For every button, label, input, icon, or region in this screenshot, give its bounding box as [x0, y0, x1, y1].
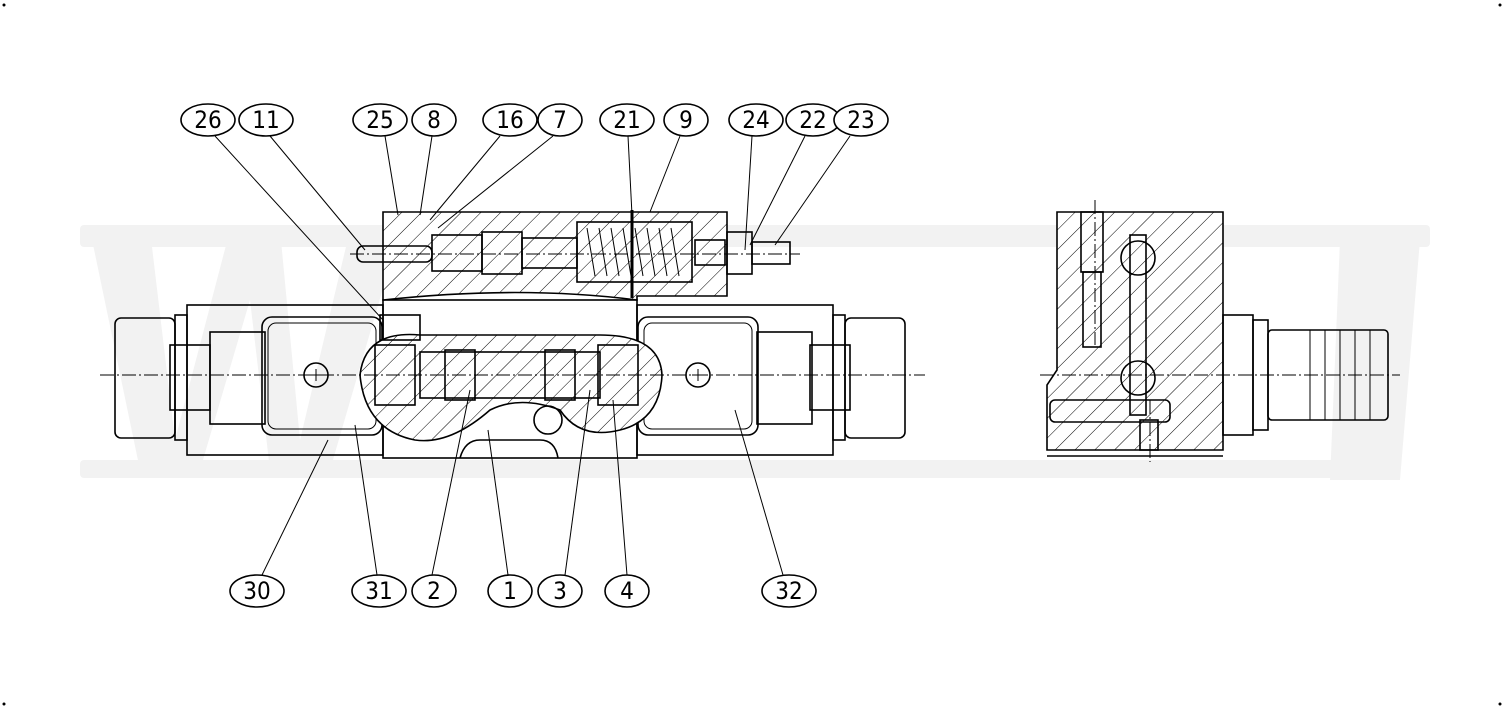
callout-24: 24 [728, 103, 784, 137]
svg-text:2: 2 [427, 577, 441, 605]
svg-text:11: 11 [252, 106, 279, 134]
callout-8: 8 [411, 103, 457, 137]
svg-text:3: 3 [553, 577, 567, 605]
svg-text:9: 9 [679, 106, 693, 134]
callout-23: 23 [833, 103, 889, 137]
svg-text:21: 21 [613, 106, 640, 134]
callout-25: 25 [352, 103, 408, 137]
callout-3: 3 [537, 574, 583, 608]
svg-text:25: 25 [366, 106, 393, 134]
callout-22: 22 [785, 103, 841, 137]
callout-30: 30 [229, 574, 285, 608]
svg-text:32: 32 [775, 577, 802, 605]
svg-text:8: 8 [427, 106, 441, 134]
svg-text:16: 16 [496, 106, 523, 134]
callout-11: 11 [238, 103, 294, 137]
callout-31: 31 [351, 574, 407, 608]
callout-16: 16 [482, 103, 538, 137]
svg-text:31: 31 [365, 577, 392, 605]
svg-text:4: 4 [620, 577, 634, 605]
svg-text:30: 30 [243, 577, 270, 605]
side-section-view [1040, 200, 1400, 462]
callout-32: 32 [761, 574, 817, 608]
callout-1: 1 [487, 574, 533, 608]
callout-7: 7 [537, 103, 583, 137]
svg-text:26: 26 [194, 106, 221, 134]
callout-26: 26 [180, 103, 236, 137]
callout-4: 4 [604, 574, 650, 608]
callout-9: 9 [663, 103, 709, 137]
callout-2: 2 [411, 574, 457, 608]
svg-text:23: 23 [847, 106, 874, 134]
svg-text:24: 24 [742, 106, 769, 134]
leader-lines [214, 135, 851, 576]
svg-text:22: 22 [799, 106, 826, 134]
callout-21: 21 [599, 103, 655, 137]
svg-text:1: 1 [503, 577, 517, 605]
svg-text:7: 7 [553, 106, 567, 134]
